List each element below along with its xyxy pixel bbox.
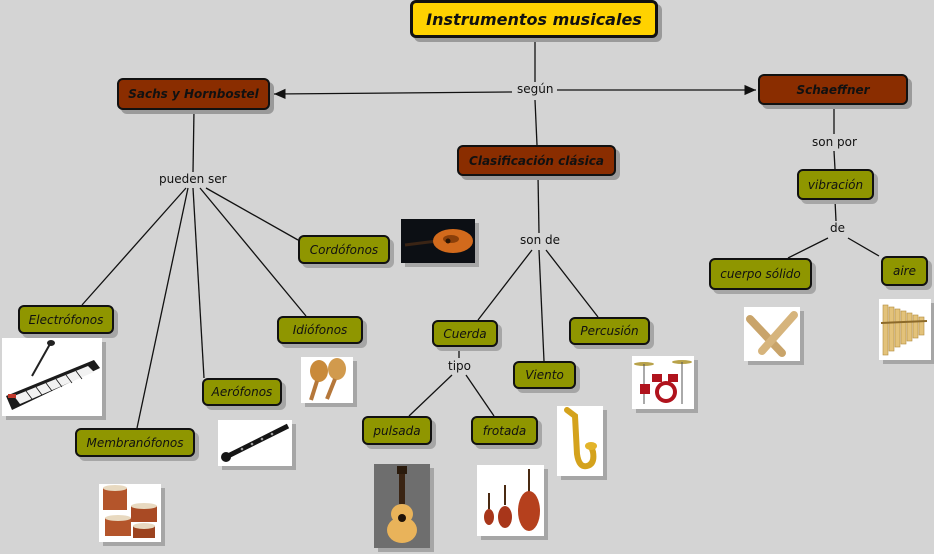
clarinet-icon	[218, 420, 292, 466]
saxophone-icon	[557, 406, 603, 476]
link-label-son-por: son por	[810, 135, 859, 149]
vibracion-node[interactable]: vibración	[797, 169, 874, 200]
maracas-icon	[301, 357, 353, 403]
link-label-de: de	[828, 221, 847, 235]
synthesizer-icon	[2, 338, 102, 416]
percusion-node[interactable]: Percusión	[569, 317, 650, 345]
membranofonos-node[interactable]: Membranófonos	[75, 428, 195, 457]
cuerpo-solido-node[interactable]: cuerpo sólido	[709, 258, 812, 290]
link-label-tipo: tipo	[446, 359, 473, 373]
link-label-segun: según	[515, 82, 556, 96]
idiofonos-node[interactable]: Idiófonos	[277, 316, 363, 344]
link-label-son-de: son de	[518, 233, 563, 247]
clasificacion-clasica-node[interactable]: Clasificación clásica	[457, 145, 616, 176]
aire-node[interactable]: aire	[881, 256, 928, 286]
violin-family-icon	[477, 465, 544, 536]
drums-icon	[99, 484, 161, 542]
frotada-node[interactable]: frotada	[471, 416, 538, 445]
aerofonos-node[interactable]: Aerófonos	[202, 378, 282, 406]
drum-kit-icon	[632, 356, 694, 409]
title-node[interactable]: Instrumentos musicales	[410, 0, 658, 38]
claves-icon	[744, 307, 800, 361]
sachs-hornbostel-node[interactable]: Sachs y Hornbostel	[117, 78, 270, 110]
link-label-pueden-ser: pueden ser	[157, 172, 229, 186]
viento-node[interactable]: Viento	[513, 361, 576, 389]
schaeffner-node[interactable]: Schaeffner	[758, 74, 908, 105]
cordofonos-node[interactable]: Cordófonos	[298, 235, 390, 264]
pulsada-node[interactable]: pulsada	[362, 416, 432, 445]
lute-icon	[401, 219, 475, 263]
guitar-icon	[374, 464, 430, 548]
cuerda-node[interactable]: Cuerda	[432, 320, 498, 347]
pan-flute-icon	[879, 299, 931, 360]
electrofonos-node[interactable]: Electrófonos	[18, 305, 114, 334]
